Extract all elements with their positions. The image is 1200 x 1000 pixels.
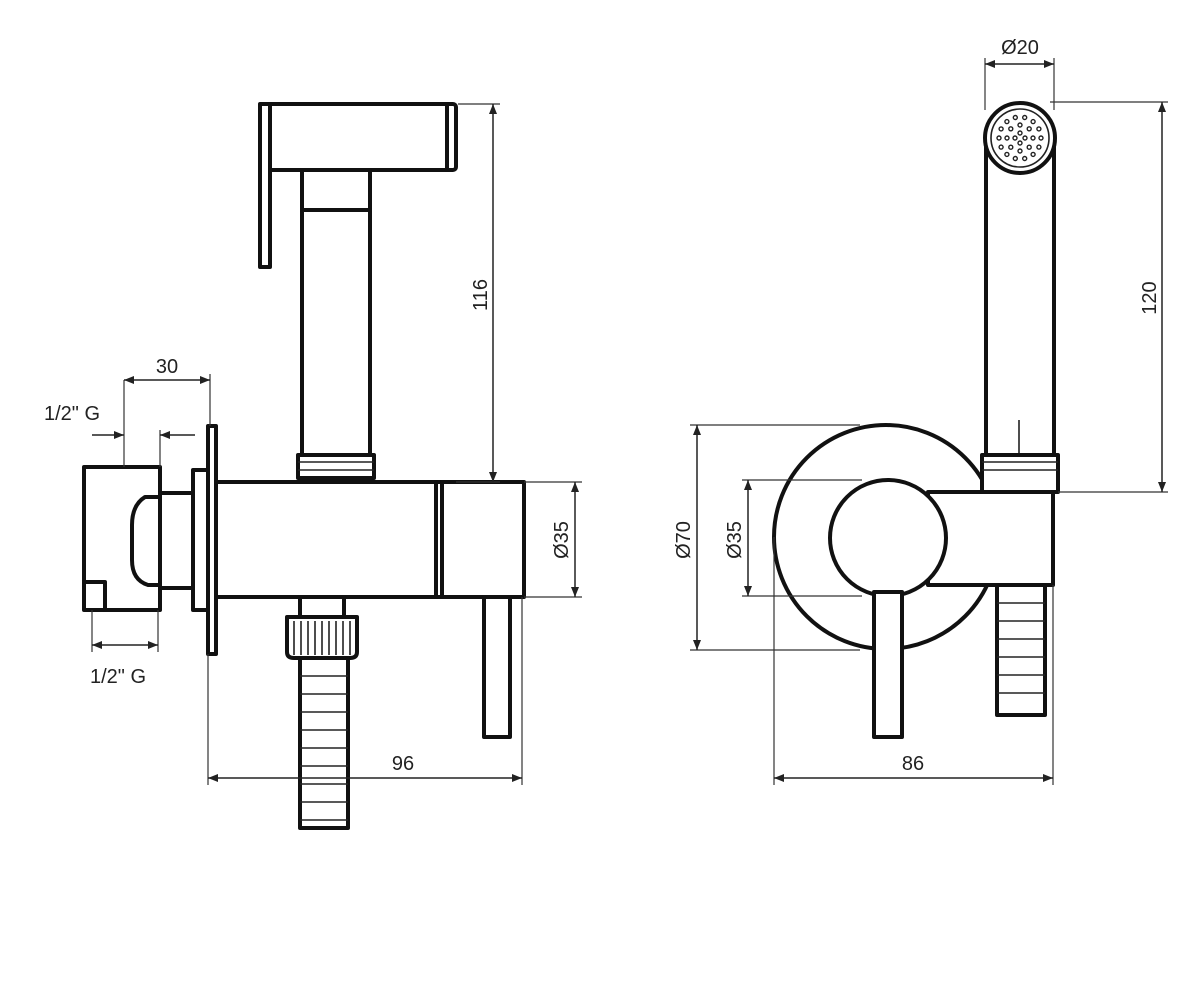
nozzle-hole bbox=[1012, 155, 1018, 162]
nozzle-hole bbox=[1004, 118, 1010, 125]
front-dim-head-diameter-label: Ø20 bbox=[1001, 37, 1039, 59]
nozzle-hole bbox=[1030, 151, 1036, 158]
side-dim-body-diameter: Ø35 bbox=[524, 481, 582, 598]
nozzle-hole bbox=[996, 135, 1002, 141]
nozzle-hole bbox=[1036, 144, 1042, 150]
side-hose-connector bbox=[285, 595, 359, 660]
side-dim-body-diameter-label: Ø35 bbox=[551, 521, 573, 559]
front-shower-nozzles bbox=[996, 114, 1044, 162]
nozzle-hole bbox=[1004, 135, 1010, 141]
side-dim-height-label: 116 bbox=[470, 279, 492, 311]
front-dim-height-label: 120 bbox=[1139, 281, 1161, 314]
front-dim-head-diameter: Ø20 bbox=[984, 37, 1055, 110]
front-dim-flange-diameter-label: Ø70 bbox=[673, 521, 695, 559]
nozzle-hole bbox=[1030, 118, 1036, 125]
side-dim-inlet-top: 1/2" G bbox=[44, 403, 195, 467]
side-dim-offset-label: 30 bbox=[156, 356, 178, 378]
nozzle-hole bbox=[1004, 151, 1010, 158]
nozzle-hole bbox=[1021, 114, 1028, 121]
side-dim-total-length: 96 bbox=[207, 597, 523, 785]
nozzle-hole bbox=[1038, 135, 1044, 141]
front-hose bbox=[995, 583, 1047, 717]
side-shower-handle bbox=[296, 168, 376, 480]
front-shower-head bbox=[983, 101, 1057, 175]
nozzle-hole bbox=[1036, 126, 1042, 132]
nozzle-hole bbox=[1021, 155, 1028, 162]
nozzle-hole bbox=[1017, 148, 1023, 154]
nozzle-hole bbox=[1022, 135, 1028, 141]
front-view: Ø20 120 Ø70 Ø35 bbox=[673, 37, 1168, 785]
front-dim-body-diameter: Ø35 bbox=[724, 479, 862, 597]
nozzle-hole bbox=[1017, 122, 1023, 128]
side-wall-connector bbox=[82, 424, 218, 656]
nozzle-hole bbox=[1008, 126, 1014, 132]
nozzle-hole bbox=[1030, 135, 1036, 141]
side-shower-head bbox=[258, 102, 458, 269]
side-hose bbox=[298, 656, 350, 830]
side-lever bbox=[482, 595, 512, 739]
nozzle-hole bbox=[1017, 130, 1023, 136]
side-dim-inlet-bottom: 1/2" G bbox=[90, 610, 159, 688]
nozzle-hole bbox=[1026, 144, 1032, 150]
front-dim-total-width: 86 bbox=[773, 537, 1054, 785]
side-dim-inlet-top-label: 1/2" G bbox=[44, 403, 100, 425]
front-dim-flange-diameter: Ø70 bbox=[673, 424, 860, 651]
side-dim-height: 116 bbox=[456, 103, 500, 483]
nozzle-hole bbox=[1012, 114, 1018, 121]
nozzle-hole bbox=[1017, 140, 1023, 146]
side-dim-offset: 30 bbox=[123, 356, 211, 467]
front-dim-height: 120 bbox=[1050, 101, 1168, 493]
front-valve-body bbox=[828, 478, 948, 598]
side-dim-total-length-label: 96 bbox=[392, 753, 414, 775]
side-view: 30 1/2" G 1/2" G 116 bbox=[44, 102, 582, 830]
front-shower-handle bbox=[980, 136, 1060, 494]
front-dim-total-width-label: 86 bbox=[902, 753, 924, 775]
nozzle-hole bbox=[998, 144, 1004, 150]
nozzle-hole bbox=[1026, 126, 1032, 132]
front-dim-body-diameter-label: Ø35 bbox=[724, 521, 746, 559]
nozzle-hole bbox=[998, 126, 1004, 132]
side-valve-body bbox=[214, 480, 526, 599]
nozzle-hole bbox=[1012, 135, 1018, 141]
nozzle-hole bbox=[1008, 144, 1014, 150]
front-lever bbox=[872, 590, 904, 739]
side-dim-inlet-bottom-label: 1/2" G bbox=[90, 666, 146, 688]
